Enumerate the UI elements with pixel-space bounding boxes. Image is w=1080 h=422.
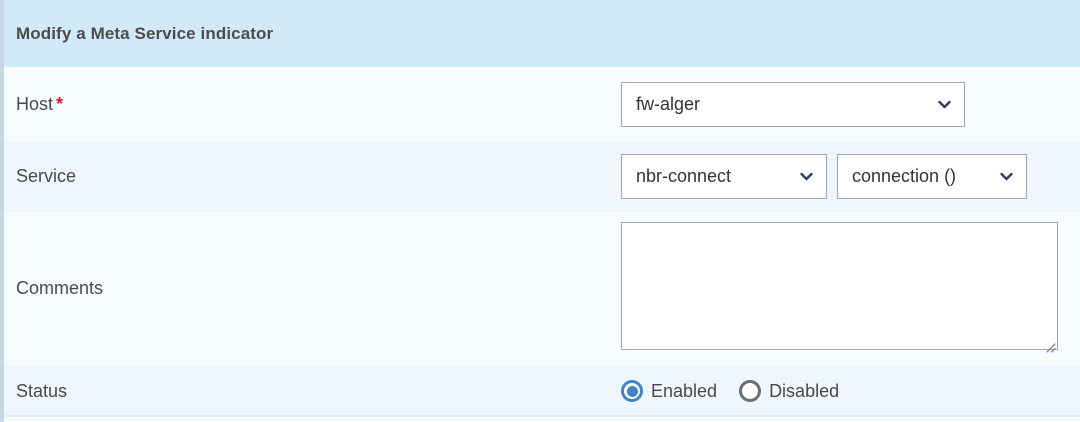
status-label-text: Status [16,380,68,401]
service-control: nbr-connect connection () [621,154,1080,199]
service-select[interactable]: nbr-connect [621,154,827,199]
status-radio-disabled-label: Disabled [769,380,840,401]
status-label: Status [16,381,621,402]
chevron-down-icon [798,168,815,185]
form-row-comments: Comments [4,212,1080,365]
required-asterisk: * [56,93,64,114]
panel-header: Modify a Meta Service indicator [4,0,1080,67]
service-label: Service [16,166,621,187]
metric-select-value: connection () [852,166,957,186]
metric-select[interactable]: connection () [837,154,1027,199]
host-label-text: Host [16,93,54,114]
form-row-status: Status Enabled Disabled [4,365,1080,417]
comments-textarea[interactable] [621,222,1058,350]
host-select[interactable]: fw-alger [621,81,965,127]
host-control: fw-alger [621,81,1080,127]
comments-control [621,222,1080,355]
comments-field-wrapper [621,222,1058,355]
host-select-value: fw-alger [636,93,701,114]
status-radio-disabled[interactable]: Disabled [739,380,839,402]
form-row-host: Host* fw-alger [4,67,1080,141]
comments-label: Comments [16,278,621,299]
status-radio-group: Enabled Disabled [621,380,861,402]
status-radio-enabled[interactable]: Enabled [621,380,717,402]
chevron-down-icon [936,96,953,113]
service-label-text: Service [16,166,77,186]
panel-bottom-divider [4,415,1080,417]
radio-selected-icon [621,380,643,402]
service-select-value: nbr-connect [636,166,732,186]
chevron-down-icon [998,168,1015,185]
status-radio-enabled-label: Enabled [651,380,718,401]
page-title: Modify a Meta Service indicator [16,23,274,43]
host-label: Host* [16,94,621,115]
radio-unselected-icon [739,380,762,402]
form-row-service: Service nbr-connect connection () [4,141,1080,212]
status-control: Enabled Disabled [621,380,1080,402]
comments-label-text: Comments [16,278,104,298]
